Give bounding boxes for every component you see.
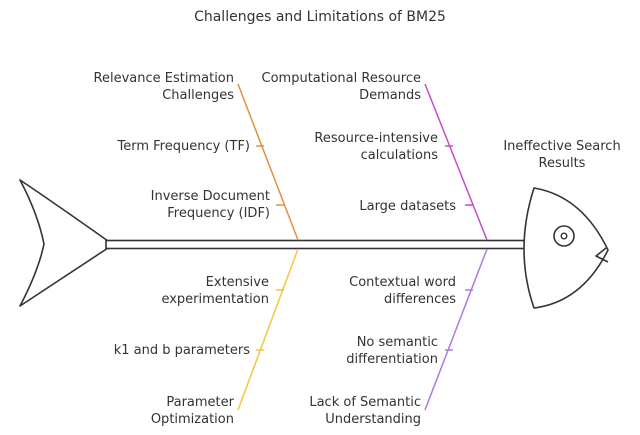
fish-mouth (595, 247, 609, 263)
fish-tail (19, 179, 109, 307)
bone-lack-semantic-understanding (424, 248, 488, 411)
cause-large-datasets: Large datasets (359, 199, 456, 214)
cause-inverse-document-frequency: Inverse Document Frequency (IDF) (150, 189, 270, 221)
category-relevance-estimation: Relevance Estimation Challenges (93, 71, 234, 103)
bone-parameter-optimization (237, 248, 299, 411)
cause-k1-b-parameters: k1 and b parameters (113, 343, 250, 358)
category-computational-resource: Computational Resource Demands (261, 71, 421, 103)
fish-eye-inner (560, 232, 568, 240)
category-lack-semantic-understanding: Lack of Semantic Understanding (309, 395, 421, 427)
category-parameter-optimization: Parameter Optimization (150, 395, 234, 427)
bone-computational-resource (424, 83, 488, 241)
effect-ineffective-search: Ineffective Search Results (503, 139, 621, 171)
cause-term-frequency: Term Frequency (TF) (117, 139, 251, 154)
fish-head (523, 187, 609, 309)
bone-relevance-estimation (237, 83, 299, 241)
cause-no-semantic: No semantic differentiation (346, 335, 438, 367)
cause-resource-intensive: Resource-intensive calculations (314, 131, 438, 163)
fish-spine (105, 239, 535, 250)
diagram-title: Challenges and Limitations of BM25 (194, 9, 446, 25)
cause-contextual-word: Contextual word differences (349, 275, 456, 307)
cause-extensive-experimentation: Extensive experimentation (161, 275, 269, 307)
